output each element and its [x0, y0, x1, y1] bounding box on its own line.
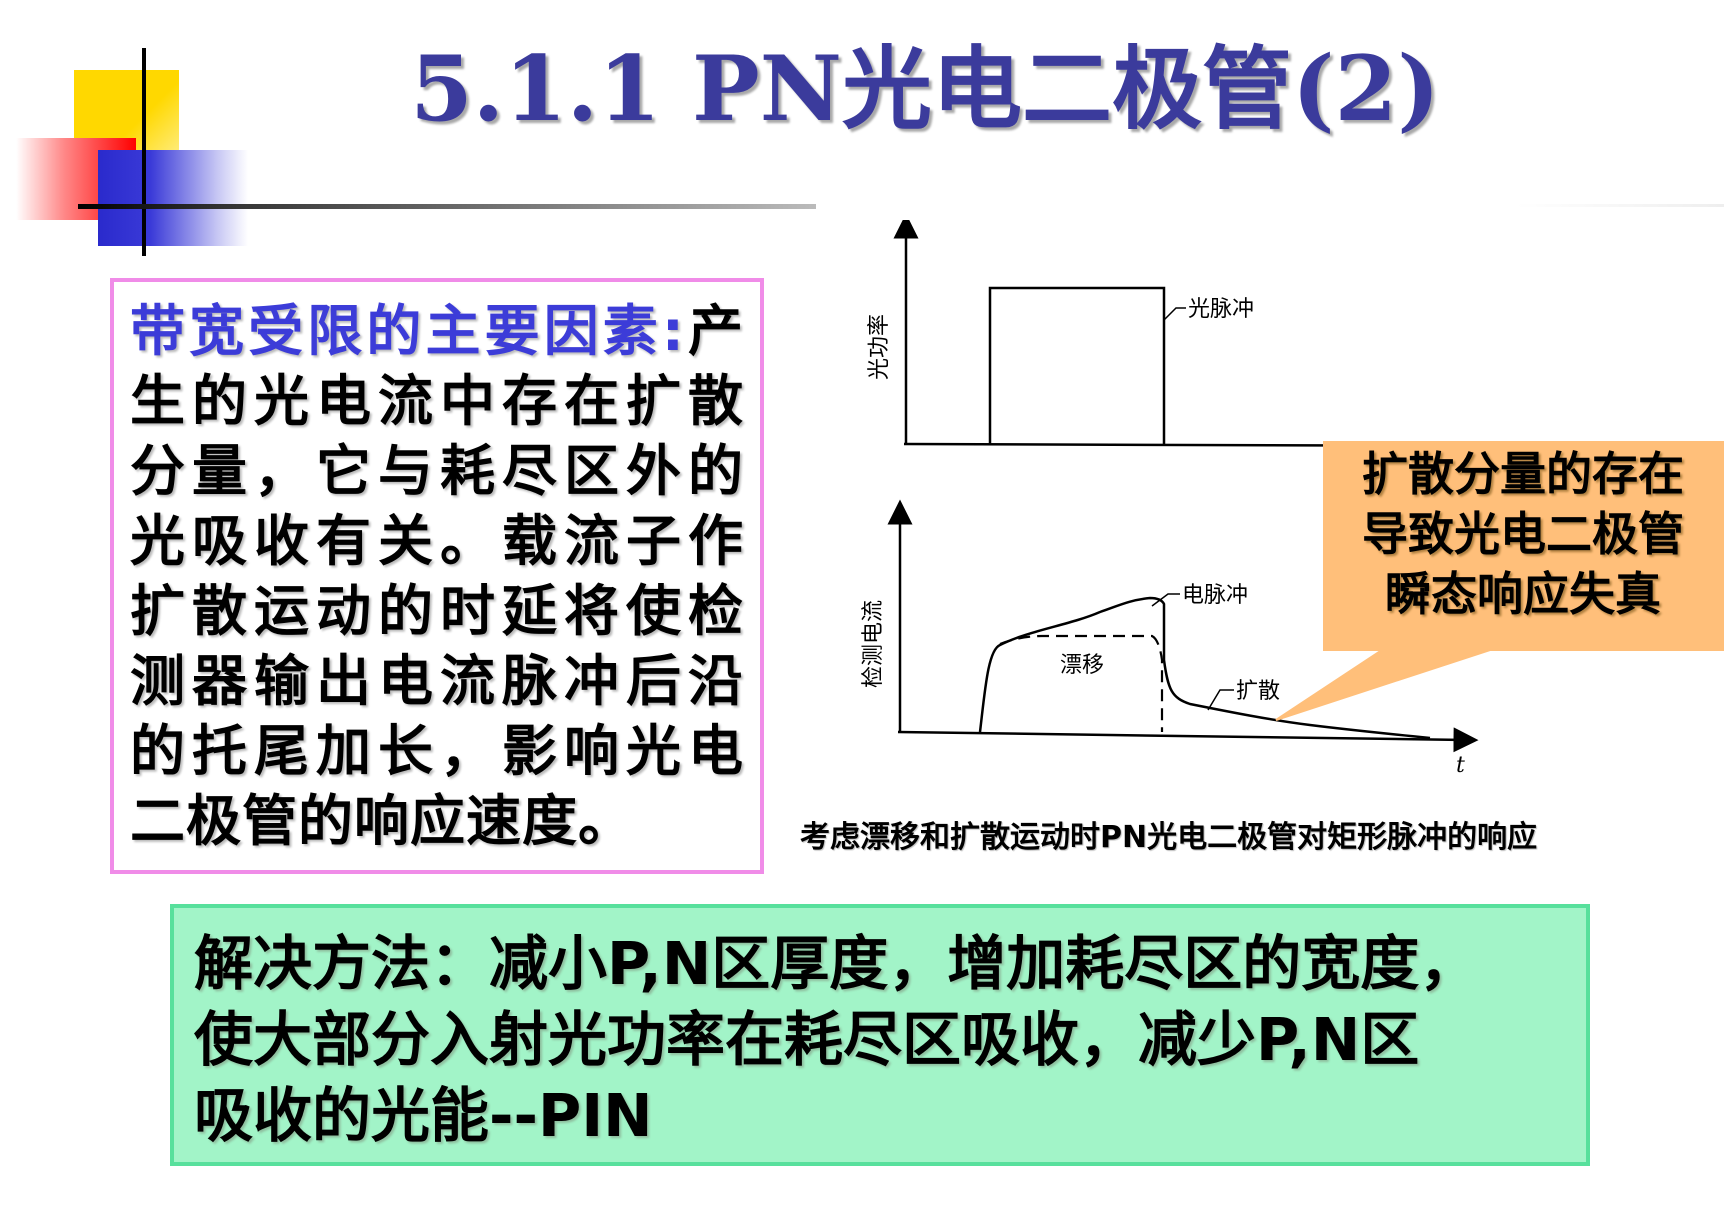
optical-pulse-leader — [1163, 307, 1186, 321]
x-axis-label: t — [1456, 753, 1465, 778]
title-underline-right — [1516, 204, 1724, 207]
solution-line: 解决方法：减小P,N区厚度，增加耗尽区的宽度， — [194, 929, 1479, 998]
callout-line: 瞬态响应失真 — [1385, 567, 1661, 621]
decor-blue-square — [98, 150, 248, 246]
bottom-x-axis — [897, 727, 1479, 753]
diffusion-leader — [1207, 689, 1234, 711]
callout-text: 扩散分量的存在 导致光电二极管 瞬态响应失真 — [1322, 444, 1724, 624]
electric-pulse-label: 电脉冲 — [1182, 583, 1248, 608]
solution-line: 使大部分入射光功率在耗尽区吸收，减少P,N区 — [194, 1005, 1420, 1074]
bandwidth-factors-heading: 带宽受限的主要因素: — [130, 299, 685, 363]
decor-vertical-line — [142, 48, 146, 256]
title-underline — [78, 204, 816, 209]
optical-pulse-label: 光脉冲 — [1188, 297, 1254, 322]
solution-line: 吸收的光能--PIN — [194, 1081, 653, 1150]
callout-line: 导致光电二极管 — [1362, 507, 1684, 561]
top-y-label: 光功率 — [867, 314, 892, 380]
figure-caption: 考虑漂移和扩散运动时PN光电二极管对矩形脉冲的响应 — [800, 820, 1538, 855]
page-title: 5.1.1 PN光电二极管(2) — [410, 36, 1440, 142]
solution-text: 解决方法：减小P,N区厚度，增加耗尽区的宽度， 使大部分入射光功率在耗尽区吸收，… — [194, 926, 1570, 1154]
pulse-response-figure: 光脉冲 光功率 漂移 电脉冲 扩散 检测电流 t — [861, 220, 1490, 778]
bandwidth-factors-text: 带宽受限的主要因素:产生的光电流中存在扩散分量，它与耗尽区外的光吸收有关。载流子… — [130, 296, 744, 856]
callout-line: 扩散分量的存在 — [1362, 447, 1684, 501]
bottom-y-label: 检测电流 — [861, 600, 886, 688]
diffusion-label: 扩散 — [1236, 679, 1280, 704]
optical-pulse — [988, 286, 1166, 444]
drift-dashed-line — [999, 634, 1164, 732]
bandwidth-factors-body: 产生的光电流中存在扩散分量，它与耗尽区外的光吸收有关。载流子作扩散运动的时延将使… — [130, 299, 744, 853]
drift-label: 漂移 — [1060, 653, 1104, 678]
solution-box: 解决方法：减小P,N区厚度，增加耗尽区的宽度， 使大部分入射光功率在耗尽区吸收，… — [170, 904, 1590, 1166]
bandwidth-factors-box: 带宽受限的主要因素:产生的光电流中存在扩散分量，它与耗尽区外的光吸收有关。载流子… — [110, 278, 764, 874]
electric-pulse-leader — [1151, 593, 1180, 607]
callout-bubble — [1275, 441, 1724, 721]
